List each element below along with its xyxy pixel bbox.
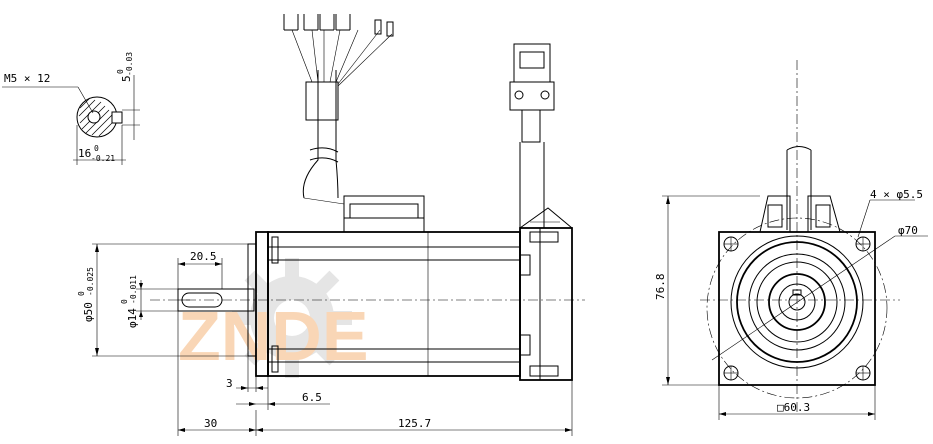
shaft-dia-tol-lower: -0.011 bbox=[129, 275, 138, 304]
flange-dia-tol-upper: 0 bbox=[77, 291, 86, 296]
watermark: ZNDE bbox=[178, 258, 369, 378]
motor-front-view: 4 × φ5.5 φ70 76.8 □60.3 bbox=[654, 60, 928, 420]
shaft-dia-tol-upper: 0 bbox=[120, 299, 129, 304]
thread-label: M5 × 12 bbox=[4, 72, 50, 85]
shoulder-label: 3 bbox=[226, 377, 233, 390]
height-label: 76.8 bbox=[654, 274, 667, 301]
square-label: □60.3 bbox=[777, 401, 810, 414]
key-width-tol-lower: -0.03 bbox=[125, 52, 134, 76]
gear-icon bbox=[232, 258, 352, 378]
key-width-main: 5 bbox=[120, 75, 133, 82]
flange-dia-tol-lower: -0.025 bbox=[86, 267, 95, 296]
key-section-view: M5 × 12 5 0 -0.03 16 0 -0.21 bbox=[2, 52, 140, 165]
key-length-label: 20.5 bbox=[190, 250, 217, 263]
flange-dia-main: φ50 bbox=[82, 302, 95, 322]
motor-side-view: 20.5 φ50 0 -0.025 φ14 0 -0.011 3 6.5 bbox=[77, 14, 585, 436]
flange-thickness-label: 6.5 bbox=[302, 391, 322, 404]
bolt-circle-label: φ70 bbox=[898, 224, 918, 237]
key-height-tol-upper: 0 bbox=[94, 144, 99, 153]
key-width-tol-upper: 0 bbox=[116, 69, 125, 74]
key-height-main: 16 bbox=[78, 147, 91, 160]
watermark-text: ZNDE bbox=[178, 297, 369, 375]
shaft-dia-main: φ14 bbox=[126, 308, 139, 328]
mount-holes-label: 4 × φ5.5 bbox=[870, 188, 923, 201]
body-length-label: 125.7 bbox=[398, 417, 431, 430]
key-height-tol-lower: -0.21 bbox=[91, 154, 115, 163]
shaft-length-label: 30 bbox=[204, 417, 217, 430]
